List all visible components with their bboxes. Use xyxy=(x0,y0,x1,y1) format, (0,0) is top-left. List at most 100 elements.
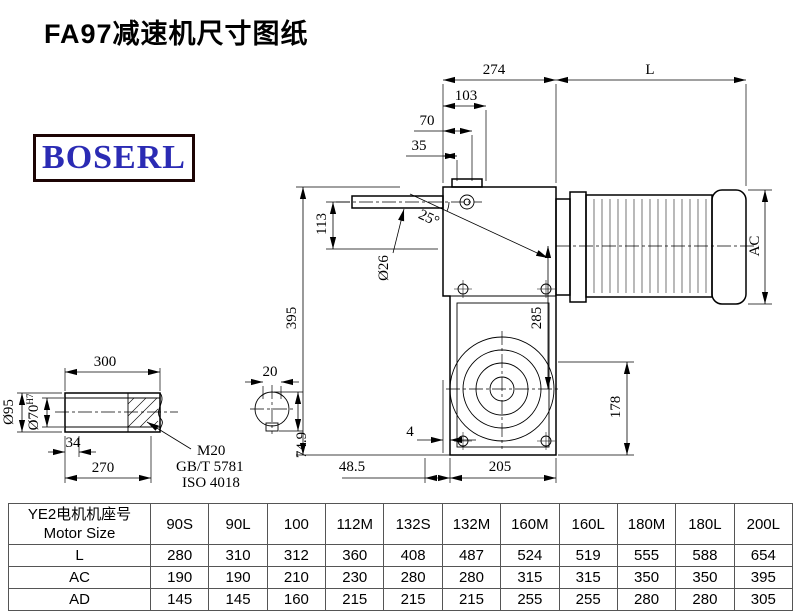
dim-value-cell: 310 xyxy=(208,544,268,567)
dim-274-label: 274 xyxy=(483,62,506,78)
dim-dia95-label: Ø95 xyxy=(1,399,17,425)
section-circle xyxy=(254,391,290,427)
motor-size-header-en: Motor Size xyxy=(43,525,116,542)
hollow-shaft-detail xyxy=(64,392,163,433)
dim-value-cell: 280 xyxy=(675,588,735,611)
input-shaft xyxy=(351,195,444,209)
dim-dia26-label: Ø26 xyxy=(376,255,392,281)
table-header-row: YE2电机机座号 Motor Size 90S 90L 100 112M 132… xyxy=(8,503,794,545)
dim-value-cell: 190 xyxy=(149,566,210,589)
dim-value-cell: 350 xyxy=(675,566,735,589)
dim-value-cell: 190 xyxy=(208,566,268,589)
dim-value-cell: 519 xyxy=(558,544,618,567)
dim-value-cell: 145 xyxy=(208,588,268,611)
dim-4-label: 4 xyxy=(406,424,414,440)
dim-value-cell: 215 xyxy=(383,588,443,611)
dim-value-cell: 280 xyxy=(616,588,677,611)
dim-value-cell: 360 xyxy=(325,544,385,567)
size-col-header: 132M xyxy=(441,503,502,545)
dim-300-label: 300 xyxy=(94,354,117,370)
dim-395-label: 395 xyxy=(284,307,300,330)
size-col-header: 180L xyxy=(675,503,735,545)
fan-cowl xyxy=(711,189,747,305)
dim-value-cell: 312 xyxy=(266,544,327,567)
dim-value-cell: 230 xyxy=(325,566,385,589)
dim-25deg-label: 25° xyxy=(416,207,442,230)
table-row-AD: AD 145 145 160 215 215 215 255 255 280 2… xyxy=(8,588,794,611)
motor xyxy=(555,189,747,305)
size-col-header: 160L xyxy=(558,503,618,545)
dim-value-cell: 315 xyxy=(558,566,618,589)
size-col-header: 180M xyxy=(616,503,677,545)
dim-AC-label: AC xyxy=(747,236,763,257)
dim-285-label: 285 xyxy=(529,307,545,330)
dim-48-5-label: 48.5 xyxy=(339,459,365,475)
motor-fins xyxy=(593,199,707,293)
dim-178-label: 178 xyxy=(608,396,624,419)
dim-value-cell: 350 xyxy=(616,566,677,589)
angle-leader xyxy=(409,193,549,259)
dim-dia70h7-label: Ø70H7 xyxy=(25,393,42,430)
dim-270-label: 270 xyxy=(92,460,115,476)
dim-value-cell: 255 xyxy=(500,588,560,611)
size-col-header: 200L xyxy=(733,503,794,545)
m20-leader xyxy=(146,421,192,450)
dim-value-cell: 280 xyxy=(441,566,502,589)
dim-label-cell: L xyxy=(8,544,151,567)
motor-size-table: YE2电机机座号 Motor Size 90S 90L 100 112M 132… xyxy=(8,503,794,611)
dim-74-9-label: 74.9 xyxy=(294,432,310,458)
dim-value-cell: 280 xyxy=(149,544,210,567)
dim-value-cell: 160 xyxy=(266,588,327,611)
dim-113-label: 113 xyxy=(314,213,330,235)
note-m20-label: M20 xyxy=(197,443,225,459)
dim-70-label: 70 xyxy=(420,113,435,129)
dia26-leader xyxy=(392,208,405,254)
dim-205-label: 205 xyxy=(489,459,512,475)
note-gb-label: GB/T 5781 xyxy=(176,459,244,475)
size-col-header: 132S xyxy=(383,503,443,545)
size-col-header: 90S xyxy=(149,503,210,545)
gearbox-housing xyxy=(351,178,557,456)
dim-label-cell: AD xyxy=(8,588,151,611)
brand-logo-box: BOSERL xyxy=(33,134,195,182)
dimension-drawing: 274 L 103 70 35 25° Ø26 113 395 285 AC 1… xyxy=(1,62,772,491)
page-title: FA97减速机尺寸图纸 xyxy=(44,19,309,49)
dim-value-cell: 215 xyxy=(325,588,385,611)
dimension-lines xyxy=(18,76,769,482)
dim-value-cell: 280 xyxy=(383,566,443,589)
dim-value-cell: 588 xyxy=(675,544,735,567)
bore-section-detail xyxy=(254,391,290,432)
dim-103-label: 103 xyxy=(455,88,478,104)
dim-value-cell: 524 xyxy=(500,544,560,567)
table-row-AC: AC 190 190 210 230 280 280 315 315 350 3… xyxy=(8,566,794,589)
dim-value-cell: 305 xyxy=(733,588,794,611)
dim-35-label: 35 xyxy=(412,138,427,154)
dim-value-cell: 654 xyxy=(733,544,794,567)
dim-L-label: L xyxy=(645,62,654,78)
table-row-L: L 280 310 312 360 408 487 524 519 555 58… xyxy=(8,544,794,567)
dim-value-cell: 395 xyxy=(733,566,794,589)
motor-size-header-cell: YE2电机机座号 Motor Size xyxy=(8,503,151,545)
size-col-header: 100 xyxy=(266,503,327,545)
brand-logo-text: BOSERL xyxy=(42,139,186,176)
dim-value-cell: 408 xyxy=(383,544,443,567)
dimension-labels: 274 L 103 70 35 25° Ø26 113 395 285 AC 1… xyxy=(1,62,763,491)
dim-value-cell: 315 xyxy=(500,566,560,589)
dim-value-cell: 145 xyxy=(149,588,210,611)
size-col-header: 160M xyxy=(500,503,560,545)
output-bore-circles xyxy=(449,336,555,442)
dim-value-cell: 255 xyxy=(558,588,618,611)
dim-34-label: 34 xyxy=(66,435,82,451)
dim-value-cell: 210 xyxy=(266,566,327,589)
dim-20-label: 20 xyxy=(263,364,278,380)
motor-size-header-cn: YE2电机机座号 xyxy=(27,506,132,523)
size-col-header: 112M xyxy=(325,503,385,545)
extension-lines xyxy=(17,84,772,483)
dim-value-cell: 555 xyxy=(616,544,677,567)
bolt-hatch xyxy=(127,397,159,428)
note-iso-label: ISO 4018 xyxy=(182,475,240,491)
dim-value-cell: 215 xyxy=(441,588,502,611)
dim-label-cell: AC xyxy=(8,566,151,589)
dim-value-cell: 487 xyxy=(441,544,502,567)
